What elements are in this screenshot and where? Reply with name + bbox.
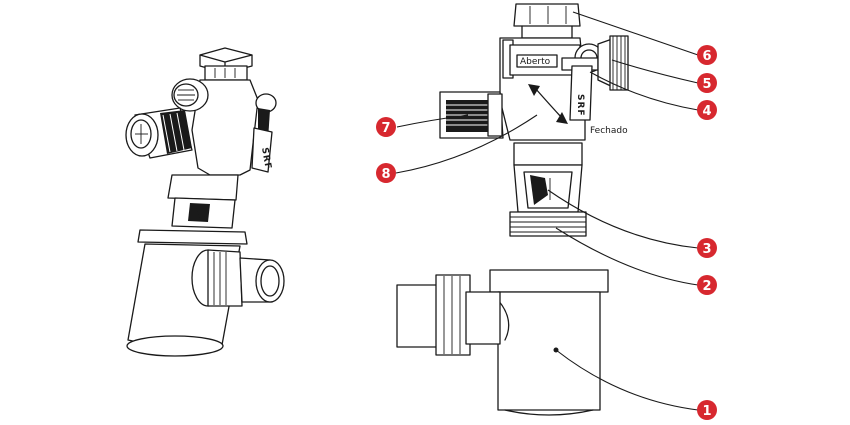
threaded-outlet [597, 35, 629, 91]
top-nut [513, 3, 581, 27]
leader-lines [395, 11, 699, 411]
assembled-upper-knob [171, 78, 209, 112]
assembled-brand-label: SRF [259, 147, 273, 171]
brand-label: SRF [575, 94, 585, 117]
callout-badge-8: 8 [376, 163, 396, 183]
callout-number: 2 [702, 279, 711, 294]
callout-badge-1: 1 [697, 400, 717, 420]
assembled-outlet [191, 249, 285, 307]
lower-collar [513, 142, 583, 213]
assembled-collar [167, 174, 239, 229]
callout-badge-7: 7 [376, 117, 396, 137]
callout-badge-6: 6 [697, 45, 717, 65]
callout-number: 7 [381, 121, 390, 136]
valve-lever: SRF [561, 43, 604, 121]
callout-badge-5: 5 [697, 73, 717, 93]
callout-badge-4: 4 [697, 100, 717, 120]
callout-number: 3 [702, 242, 711, 257]
callout-badge-3: 3 [697, 238, 717, 258]
threaded-bottom [509, 211, 587, 237]
callout-number: 1 [702, 404, 711, 419]
closed-label: Fechado [590, 126, 628, 136]
exploded-valve: Aberto SRF Fechado [439, 3, 629, 237]
assembled-lever: SRF [251, 93, 277, 173]
assembled-body [191, 79, 259, 176]
assembled-valve: SRF [125, 47, 285, 357]
assembled-side-knob [125, 107, 193, 159]
side-knob [439, 91, 504, 139]
callout-number: 4 [702, 104, 711, 119]
callout-badge-2: 2 [697, 275, 717, 295]
callout-number: 8 [381, 167, 390, 182]
trap-cup [396, 269, 609, 416]
callout-number: 6 [702, 49, 711, 64]
callout-number: 5 [702, 77, 711, 92]
assembled-top-nut [199, 47, 253, 81]
open-label: Aberto [520, 57, 551, 67]
